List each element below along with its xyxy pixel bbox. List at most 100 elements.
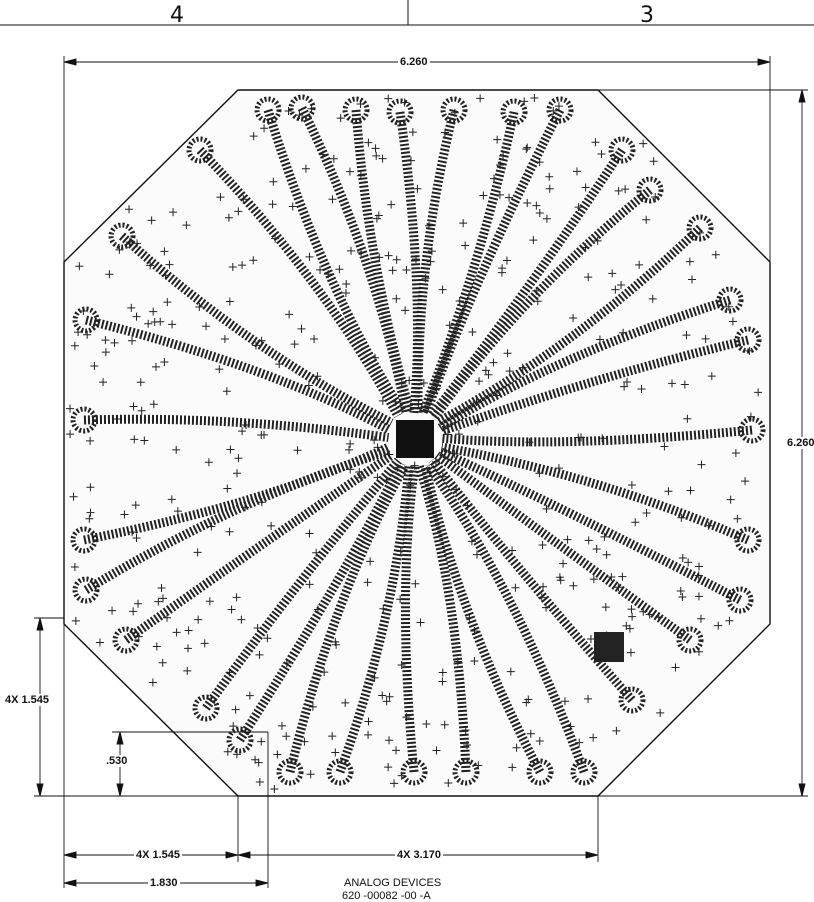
via-marker: [581, 243, 590, 252]
via-marker: [475, 377, 484, 386]
via-marker: [346, 465, 355, 474]
pad: [570, 758, 598, 786]
pad: [500, 98, 528, 126]
via-marker: [271, 234, 280, 243]
via-marker: [162, 613, 171, 622]
via-marker: [402, 265, 411, 274]
via-marker: [704, 521, 713, 530]
via-marker: [671, 663, 680, 672]
via-marker: [450, 449, 459, 458]
via-marker: [445, 321, 454, 330]
via-marker: [401, 306, 410, 315]
via-marker: [300, 737, 309, 746]
via-marker: [227, 605, 236, 614]
pad: [546, 96, 574, 124]
via-marker: [310, 334, 319, 343]
via-marker: [254, 758, 263, 767]
via-marker: [490, 174, 499, 183]
via-marker: [631, 518, 640, 527]
via-marker: [288, 202, 297, 211]
via-marker: [489, 358, 498, 367]
via-marker: [182, 221, 191, 230]
via-marker: [725, 616, 734, 625]
via-marker: [656, 708, 665, 717]
via-marker: [375, 253, 384, 262]
pad: [276, 758, 304, 786]
via-marker: [69, 492, 78, 501]
via-marker: [597, 150, 606, 159]
via-marker: [101, 336, 110, 345]
pad: [608, 136, 636, 164]
via-marker: [269, 177, 278, 186]
via-marker: [304, 381, 313, 390]
via-marker: [149, 400, 158, 409]
via-marker: [419, 379, 428, 388]
via-marker: [520, 97, 529, 106]
via-marker: [307, 104, 316, 113]
via-marker: [525, 438, 534, 447]
via-marker: [526, 729, 535, 738]
via-marker: [144, 319, 153, 328]
via-marker: [392, 746, 401, 755]
via-marker: [378, 396, 387, 405]
via-marker: [110, 338, 119, 347]
via-marker: [284, 106, 293, 115]
via-marker: [79, 306, 88, 315]
via-marker: [470, 627, 479, 636]
via-marker: [684, 558, 693, 567]
via-marker: [505, 193, 514, 202]
via-marker: [371, 353, 380, 362]
trace: [428, 147, 626, 419]
via-marker: [223, 747, 232, 756]
via-marker: [414, 400, 423, 409]
via-marker: [406, 156, 415, 165]
via-marker: [86, 436, 95, 445]
via-marker: [438, 285, 447, 294]
via-marker: [202, 322, 211, 331]
via-marker: [535, 736, 544, 745]
via-marker: [113, 415, 122, 424]
via-marker: [183, 666, 192, 675]
via-marker: [677, 513, 686, 522]
via-marker: [724, 302, 733, 311]
via-marker: [591, 138, 600, 147]
trace: [440, 442, 750, 545]
via-marker: [676, 587, 685, 596]
via-marker: [385, 692, 394, 701]
via-marker: [620, 382, 629, 391]
via-marker: [241, 421, 250, 430]
trace: [413, 108, 459, 413]
pad: [618, 686, 646, 714]
via-marker: [204, 458, 213, 467]
via-marker: [251, 341, 260, 350]
via-marker: [239, 195, 248, 204]
via-marker: [522, 698, 531, 707]
via-marker: [695, 228, 704, 237]
via-marker: [245, 691, 254, 700]
via-marker: [168, 320, 177, 329]
via-marker: [626, 648, 635, 657]
pad: [72, 306, 100, 334]
pad: [738, 416, 766, 444]
via-marker: [140, 436, 149, 445]
via-marker: [461, 726, 470, 735]
via-marker: [411, 255, 420, 264]
via-marker: [746, 412, 755, 421]
via-marker: [495, 190, 504, 199]
via-marker: [131, 501, 140, 510]
via-marker: [635, 260, 644, 269]
via-marker: [627, 605, 636, 614]
via-marker: [328, 732, 337, 741]
pad: [400, 758, 428, 786]
via-marker: [148, 678, 157, 687]
via-marker: [473, 417, 482, 426]
via-marker: [229, 722, 238, 731]
company-name: ANALOG DEVICES: [344, 877, 442, 889]
via-marker: [508, 763, 517, 772]
via-marker: [149, 307, 158, 316]
pad: [716, 286, 744, 314]
via-marker: [506, 667, 515, 676]
via-marker: [372, 214, 381, 223]
via-marker: [363, 578, 372, 587]
trace: [420, 464, 544, 775]
